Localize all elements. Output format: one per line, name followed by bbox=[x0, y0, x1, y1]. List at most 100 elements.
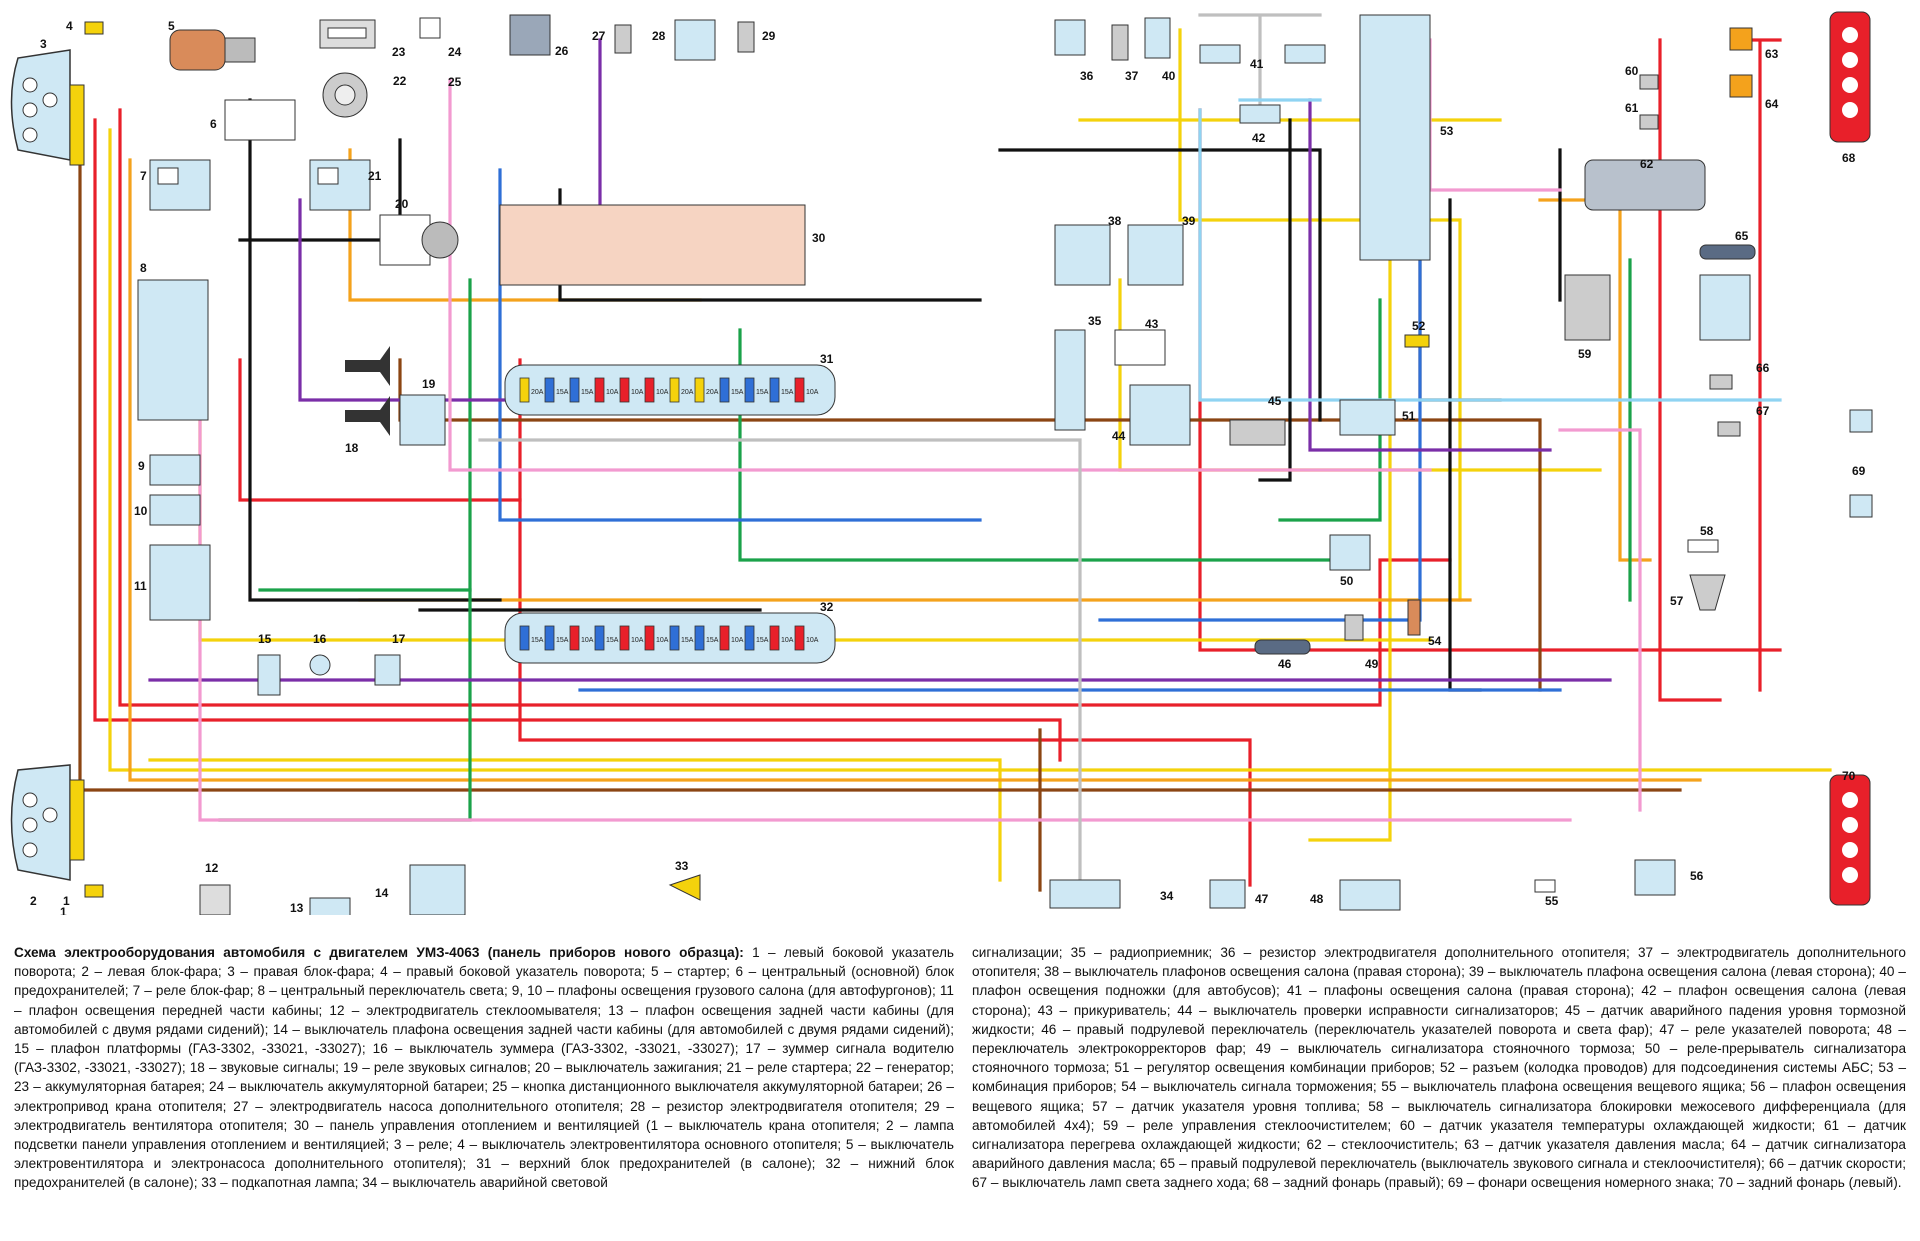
cabin-lamp-left bbox=[1239, 104, 1281, 124]
fuse bbox=[744, 377, 755, 403]
fuse-rating: 10A bbox=[806, 637, 819, 644]
fuse-rating: 20A bbox=[706, 389, 719, 396]
label-58: 58 bbox=[1700, 524, 1714, 538]
dash-light-regulator bbox=[1339, 399, 1396, 436]
fuse bbox=[544, 377, 555, 403]
fuse bbox=[594, 377, 605, 403]
caption-right-text: сигнализации; 35 – радиоприемник; 36 – р… bbox=[972, 945, 1906, 1191]
label-10: 10 bbox=[134, 504, 148, 518]
aux-heater-pump bbox=[614, 24, 632, 54]
fuse-rating: 15A bbox=[706, 637, 719, 644]
buzzer bbox=[374, 654, 401, 686]
step-lamp bbox=[1144, 17, 1171, 59]
cabin-lamp-switch-right bbox=[1054, 224, 1111, 286]
label-65: 65 bbox=[1735, 229, 1749, 243]
fuel-level-sensor bbox=[1689, 574, 1726, 611]
fuse-rating: 15A bbox=[731, 389, 744, 396]
caption-left-column: Схема электрооборудования автомобиля с д… bbox=[14, 943, 954, 1193]
fuse-rating: 15A bbox=[756, 389, 769, 396]
caption-title: Схема электрооборудования автомобиля с д… bbox=[14, 945, 744, 960]
fuse bbox=[769, 625, 780, 651]
aux-heater-motor bbox=[1111, 24, 1129, 61]
windshield-wiper bbox=[1584, 159, 1706, 211]
caption-left-text: 1 – левый боковой указатель поворота; 2 … bbox=[14, 945, 955, 1191]
fuse-rating: 10A bbox=[806, 389, 819, 396]
fuse bbox=[519, 625, 530, 651]
label-61: 61 bbox=[1625, 101, 1639, 115]
fuse-rating: 10A bbox=[606, 389, 619, 396]
label-50: 50 bbox=[1340, 574, 1354, 588]
label-62: 62 bbox=[1640, 157, 1654, 171]
fuse-rating: 10A bbox=[631, 389, 644, 396]
fuse-rating: 15A bbox=[556, 637, 569, 644]
label-25: 25 bbox=[448, 75, 462, 89]
label-9: 9 bbox=[138, 459, 145, 473]
fuse-rating: 15A bbox=[781, 389, 794, 396]
label-57: 57 bbox=[1670, 594, 1684, 608]
fuse bbox=[544, 625, 555, 651]
starter bbox=[169, 29, 256, 71]
fuse bbox=[594, 625, 605, 651]
label-2: 2 bbox=[30, 894, 37, 908]
fuse-rating: 10A bbox=[656, 637, 669, 644]
main-fuse-block bbox=[224, 99, 296, 141]
fuse-rating: 10A bbox=[731, 637, 744, 644]
parking-brake-switch bbox=[1344, 614, 1364, 641]
label-17: 17 bbox=[392, 632, 406, 646]
fuse bbox=[794, 377, 805, 403]
label-33: 33 bbox=[675, 859, 689, 873]
glovebox-lamp-switch bbox=[1534, 879, 1556, 893]
starter-relay bbox=[309, 159, 371, 211]
parking-brake-relay bbox=[1329, 534, 1371, 571]
label-55: 55 bbox=[1545, 894, 1559, 908]
horn-relay bbox=[399, 394, 446, 446]
label-7: 7 bbox=[140, 169, 147, 183]
cargo-lamp-9 bbox=[149, 454, 201, 486]
speed-sensor bbox=[1709, 374, 1733, 390]
label-35: 35 bbox=[1088, 314, 1102, 328]
label-51: 51 bbox=[1402, 409, 1416, 423]
label-13: 13 bbox=[290, 901, 304, 915]
aux-heater-resistor bbox=[1054, 19, 1086, 56]
underhood-lamp bbox=[668, 874, 701, 901]
wiper-stalk bbox=[1699, 244, 1756, 260]
label-12: 12 bbox=[205, 861, 219, 875]
fuse bbox=[619, 377, 630, 403]
label-69: 69 bbox=[1852, 464, 1866, 478]
caption-right-column: сигнализации; 35 – радиоприемник; 36 – р… bbox=[972, 943, 1906, 1193]
label-64: 64 bbox=[1765, 97, 1779, 111]
turn-signal-relay bbox=[1209, 879, 1246, 909]
label-44: 44 bbox=[1112, 429, 1126, 443]
headlamp-relay bbox=[149, 159, 211, 211]
label-1a: 1 bbox=[60, 905, 67, 915]
plate-lamps bbox=[1849, 409, 1873, 518]
wire-harness bbox=[78, 13, 1832, 902]
heater-valve-drive bbox=[509, 14, 551, 56]
label-32: 32 bbox=[820, 600, 834, 614]
fuse bbox=[769, 377, 780, 403]
fuse bbox=[569, 625, 580, 651]
label-31: 31 bbox=[820, 352, 834, 366]
left-rear-lamp bbox=[1829, 774, 1871, 906]
turn-signal-stalk bbox=[1254, 639, 1311, 655]
label-47: 47 bbox=[1255, 892, 1269, 906]
headlamp-corrector-switch bbox=[1339, 879, 1401, 911]
label-24: 24 bbox=[448, 45, 462, 59]
fuse-rating: 10A bbox=[781, 637, 794, 644]
label-36: 36 bbox=[1080, 69, 1094, 83]
label-3: 3 bbox=[40, 37, 47, 51]
cigarette-lighter bbox=[1114, 329, 1166, 366]
fuse bbox=[644, 377, 655, 403]
platform-lamp bbox=[257, 654, 281, 696]
fuse-rating: 15A bbox=[756, 637, 769, 644]
central-light-switch bbox=[137, 279, 209, 421]
label-1: 1 bbox=[63, 894, 70, 908]
fuse bbox=[669, 625, 680, 651]
label-46: 46 bbox=[1278, 657, 1292, 671]
abs-connector bbox=[1404, 334, 1430, 348]
label-22: 22 bbox=[393, 74, 407, 88]
cabin-front-lamp bbox=[149, 544, 211, 621]
diff-lock-switch bbox=[1687, 539, 1719, 553]
